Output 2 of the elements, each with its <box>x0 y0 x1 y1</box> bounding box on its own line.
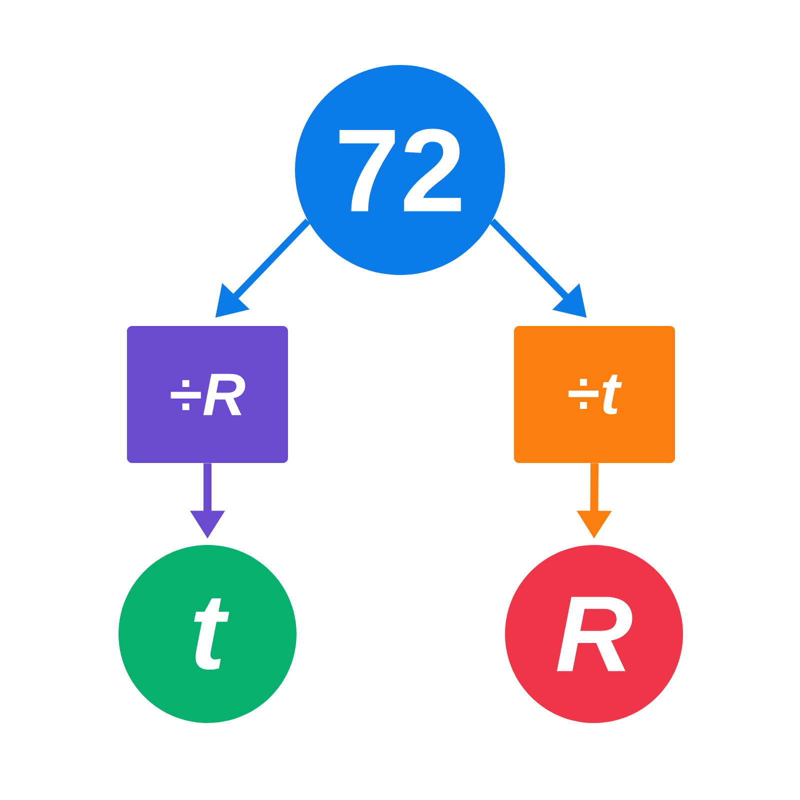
operation-box: ÷R <box>127 326 288 463</box>
operation-box: ÷t <box>514 326 675 463</box>
